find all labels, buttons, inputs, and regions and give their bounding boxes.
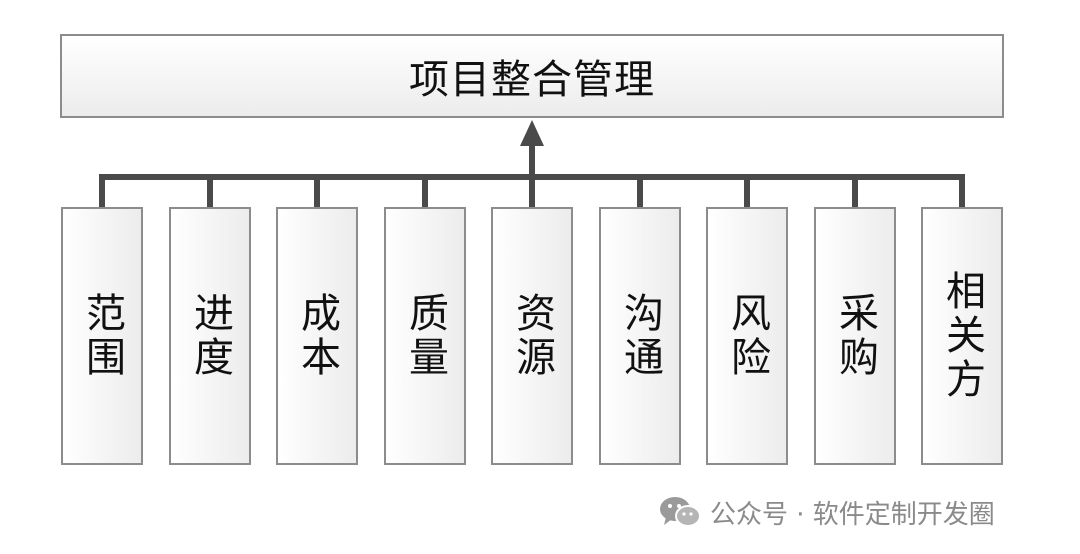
area-label: 质量 — [402, 292, 448, 380]
area-label: 采购 — [832, 292, 878, 380]
area-box: 采购 — [814, 207, 896, 465]
area-label: 风险 — [724, 292, 770, 380]
area-label: 成本 — [294, 292, 340, 380]
area-box: 进度 — [169, 207, 251, 465]
drop-lines — [99, 174, 965, 209]
area-label: 沟通 — [617, 292, 663, 380]
title-box: 项目整合管理 — [60, 34, 1004, 118]
watermark: 公众号 · 软件定制开发圈 — [658, 494, 995, 530]
area-label: 相关方 — [939, 270, 985, 402]
area-box: 资源 — [491, 207, 573, 465]
area-box: 成本 — [276, 207, 358, 465]
up-arrowhead — [520, 120, 544, 146]
area-box: 质量 — [384, 207, 466, 465]
wechat-icon — [660, 497, 701, 527]
title-label: 项目整合管理 — [409, 57, 655, 103]
area-label: 进度 — [187, 292, 233, 380]
area-box: 沟通 — [599, 207, 681, 465]
watermark-text: 公众号 · 软件定制开发圈 — [710, 499, 995, 530]
area-box: 风险 — [706, 207, 788, 465]
area-box: 范围 — [61, 207, 143, 465]
area-box: 相关方 — [921, 207, 1003, 465]
area-label: 资源 — [509, 292, 555, 380]
area-label: 范围 — [79, 292, 125, 380]
